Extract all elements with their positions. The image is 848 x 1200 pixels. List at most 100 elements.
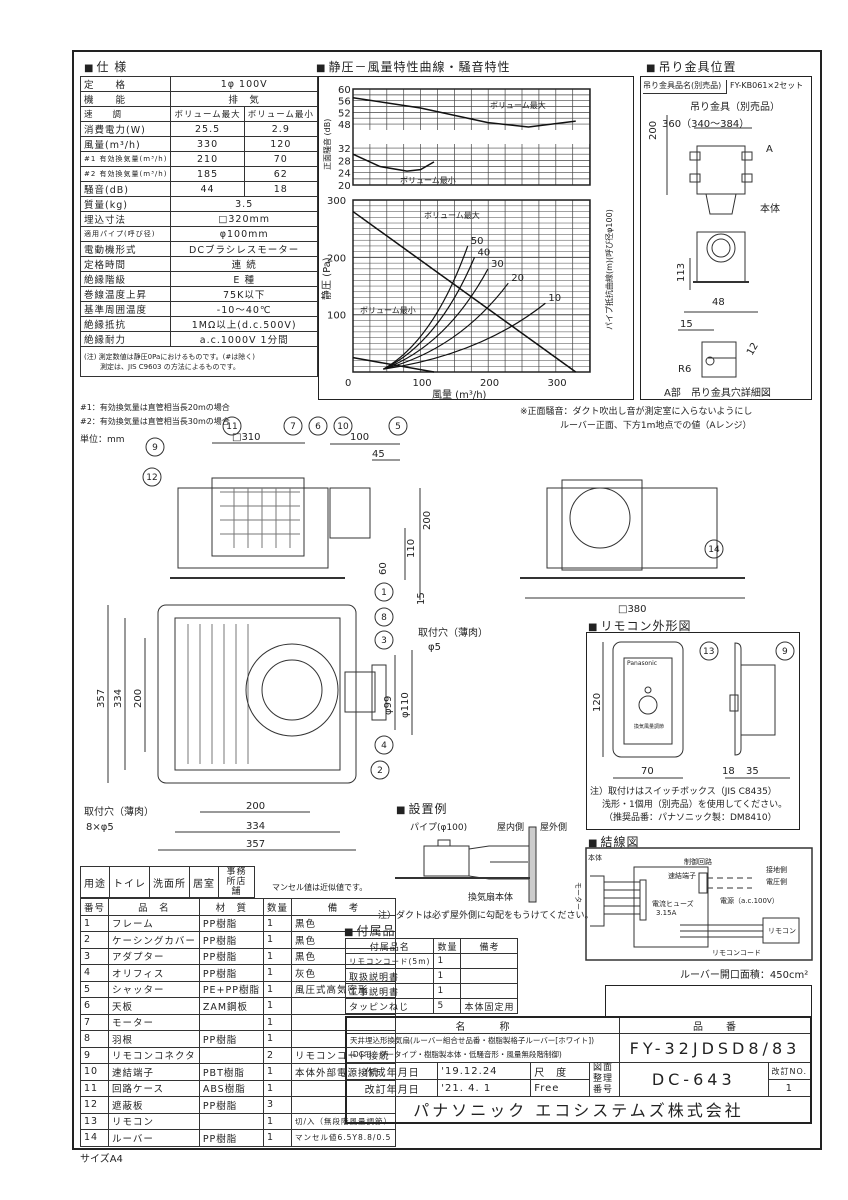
callout-circle: [333, 416, 353, 436]
callout-4: 4: [381, 741, 387, 751]
pipe-curve-20: [383, 282, 509, 370]
hole-label-2: 取付穴（薄肉）: [84, 805, 154, 818]
top-view: [107, 604, 413, 851]
revision-number: 1: [767, 1079, 812, 1097]
pq-line-max: [352, 210, 577, 373]
pq-series-label: ボリューム最大: [424, 210, 480, 220]
remote-brand: Panasonic: [627, 660, 657, 667]
dim-100: 100: [350, 432, 369, 443]
hanger-part-label: 吊り金具（別売品）: [690, 100, 780, 113]
install-note: 注）ダクトは必ず屋外側に勾配をもうけてください。: [378, 909, 593, 921]
noise-line-min: [352, 153, 435, 172]
table-cell: ルーバー: [108, 1129, 200, 1147]
table-cell: ABS樹脂: [198, 1079, 264, 1097]
hanger-caption: A部 吊り金具穴詳細図: [664, 386, 771, 399]
callout-circle: [370, 760, 390, 780]
column-header: 数量: [433, 938, 462, 954]
table-cell: リモコン: [108, 1112, 200, 1130]
pipe-curve-40: [383, 257, 476, 370]
remote-dim-35: 35: [746, 766, 759, 777]
table-cell: 12: [79, 1096, 110, 1114]
remote-dim-120: 120: [592, 693, 603, 712]
wiring-body-label: 本体: [588, 853, 602, 862]
remote-title: リモコン外形図: [588, 617, 691, 634]
callout-circle: [283, 416, 303, 436]
table-cell: PE+PP樹脂: [198, 980, 264, 998]
dim-200-top: 200: [133, 689, 144, 708]
table-cell: タッピンねじ: [344, 998, 435, 1014]
spec-footnote-1: #1：有効換気量は直管相当長20mの場合: [80, 403, 230, 412]
accessory-row: リモコンコード(5m)1: [344, 953, 519, 969]
hanger-dim-200: 200: [648, 121, 659, 140]
pipe-curve-label: 40: [478, 247, 491, 258]
pipe-curve-50: [383, 245, 469, 370]
x-tick-label: 300: [548, 378, 567, 389]
pipe-curve-30: [383, 268, 489, 370]
y-tick-label: 48: [338, 120, 351, 131]
dim-15: 15: [416, 592, 427, 605]
column-header: 品 名: [108, 898, 200, 916]
table-cell: 1: [262, 980, 293, 998]
remote-box: [586, 632, 800, 830]
column-header: 数量: [262, 898, 293, 916]
table-cell: 1: [262, 964, 293, 982]
column-header: 材 質: [198, 898, 264, 916]
spec-note-2: 測定は、JIS C9603 の方法によるものです。: [100, 362, 240, 371]
table-cell: アダプター: [108, 947, 200, 965]
hanger-drawing: [666, 115, 758, 378]
usage-table: 用途 トイレ 洗面所 居室 事務所店舗: [80, 866, 255, 898]
hole-label-1: 取付穴（薄肉）: [418, 626, 488, 639]
hanger-dim-48: 48: [712, 297, 725, 308]
table-cell: 1: [262, 997, 293, 1015]
pipe-curve-label: 30: [491, 259, 504, 270]
remote-notes: 注）取付けはスイッチボックス（JIS C8435） 浅形・1個用（別売品）を使用…: [590, 786, 787, 825]
hanger-dim-12: 12: [745, 341, 761, 358]
noise-series-label: ボリューム最小: [400, 176, 456, 185]
spec-footnote-2: #2：有効換気量は直管相当長30mの場合: [80, 417, 230, 426]
y-tick-label: 300: [327, 196, 346, 207]
table-cell: 11: [79, 1079, 110, 1097]
install-title: 設置例: [396, 800, 447, 817]
table-cell: モーター: [108, 1013, 200, 1031]
front-view: [520, 479, 745, 599]
chart-box: [318, 76, 634, 400]
remote-dim-18: 18: [722, 766, 735, 777]
table-cell: PP樹脂: [198, 947, 264, 965]
dim-357-bottom: 357: [246, 839, 265, 850]
callout-circle: [374, 630, 394, 650]
callout-1: 1: [381, 588, 387, 598]
hanger-dim-360: 360（340～384）: [662, 118, 749, 130]
revised-date: '21. 4. 1: [437, 1079, 532, 1097]
spec-row: 適用パイプ(呼び径)φ100mm: [79, 226, 318, 242]
chart-title: 静圧－風量特性曲線・騒音特性: [316, 58, 510, 75]
table-cell: 13: [79, 1112, 110, 1130]
drawing-number: DC-643: [618, 1062, 769, 1097]
table-cell: PBT樹脂: [198, 1063, 264, 1081]
spec-row: 質量(kg)3.5: [79, 196, 318, 212]
y-tick-label: 56: [338, 97, 351, 108]
table-cell: リモコンコード(5m): [344, 953, 435, 969]
spec-title: 仕 様: [84, 58, 127, 75]
table-cell: 1: [262, 1079, 293, 1097]
table-cell: [460, 983, 519, 999]
table-cell: 10: [79, 1063, 110, 1081]
callout-circle: [704, 539, 724, 559]
callout-circle: [222, 416, 242, 436]
table-cell: ケーシングカバー: [108, 931, 200, 949]
table-cell: 1: [262, 931, 293, 949]
callout-13: 13: [703, 647, 714, 657]
axis-break: [353, 130, 590, 144]
chart-note-1: ※正面騒音：ダクト吹出し音が測定室に入らないようにし: [520, 407, 753, 417]
callout-5: 5: [395, 422, 401, 432]
table-cell: ZAM鋼板: [198, 997, 264, 1015]
pipe-curve-label: 50: [471, 236, 484, 247]
wiring-ground-label: 接地側: [766, 865, 787, 874]
install-outdoor-label: 屋外側: [540, 821, 567, 833]
wiring-title: 結線図: [588, 833, 639, 850]
table-cell: PP樹脂: [198, 1096, 264, 1114]
